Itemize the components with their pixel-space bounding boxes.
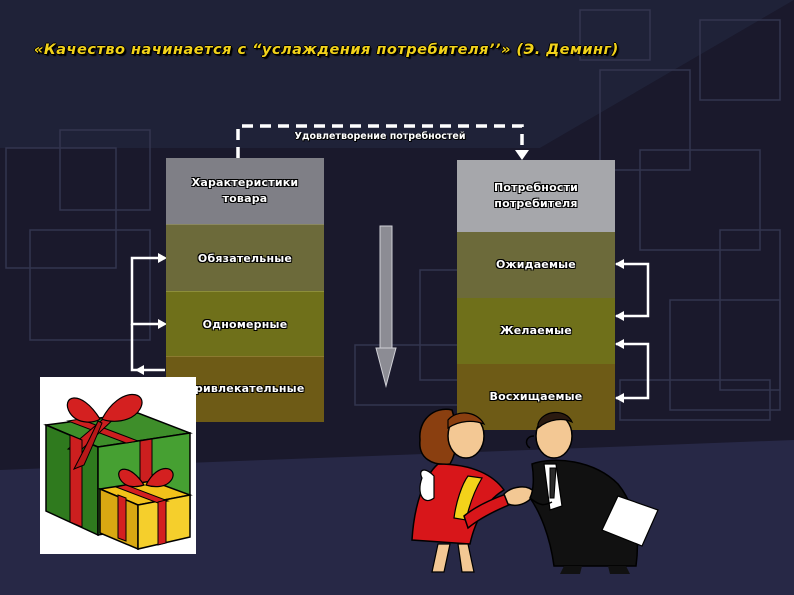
- product-row-mandatory: Обязательные: [166, 224, 324, 292]
- needs-row-desired: Желаемые: [457, 298, 615, 364]
- needs-header: Потребности потребителя: [457, 160, 615, 232]
- needs-row-delighters: Восхищаемые: [457, 364, 615, 430]
- handshake-illustration: [411, 408, 659, 574]
- product-header: Характеристики товара: [166, 158, 324, 224]
- satisfaction-label: Удовлетворение потребностей: [294, 131, 466, 142]
- gift-boxes-illustration: [40, 377, 196, 554]
- slide-title: «Качество начинается с “услаждения потре…: [34, 42, 619, 58]
- product-row-one-dimensional: Одномерные: [166, 291, 324, 357]
- needs-row-expected: Ожидаемые: [457, 232, 615, 298]
